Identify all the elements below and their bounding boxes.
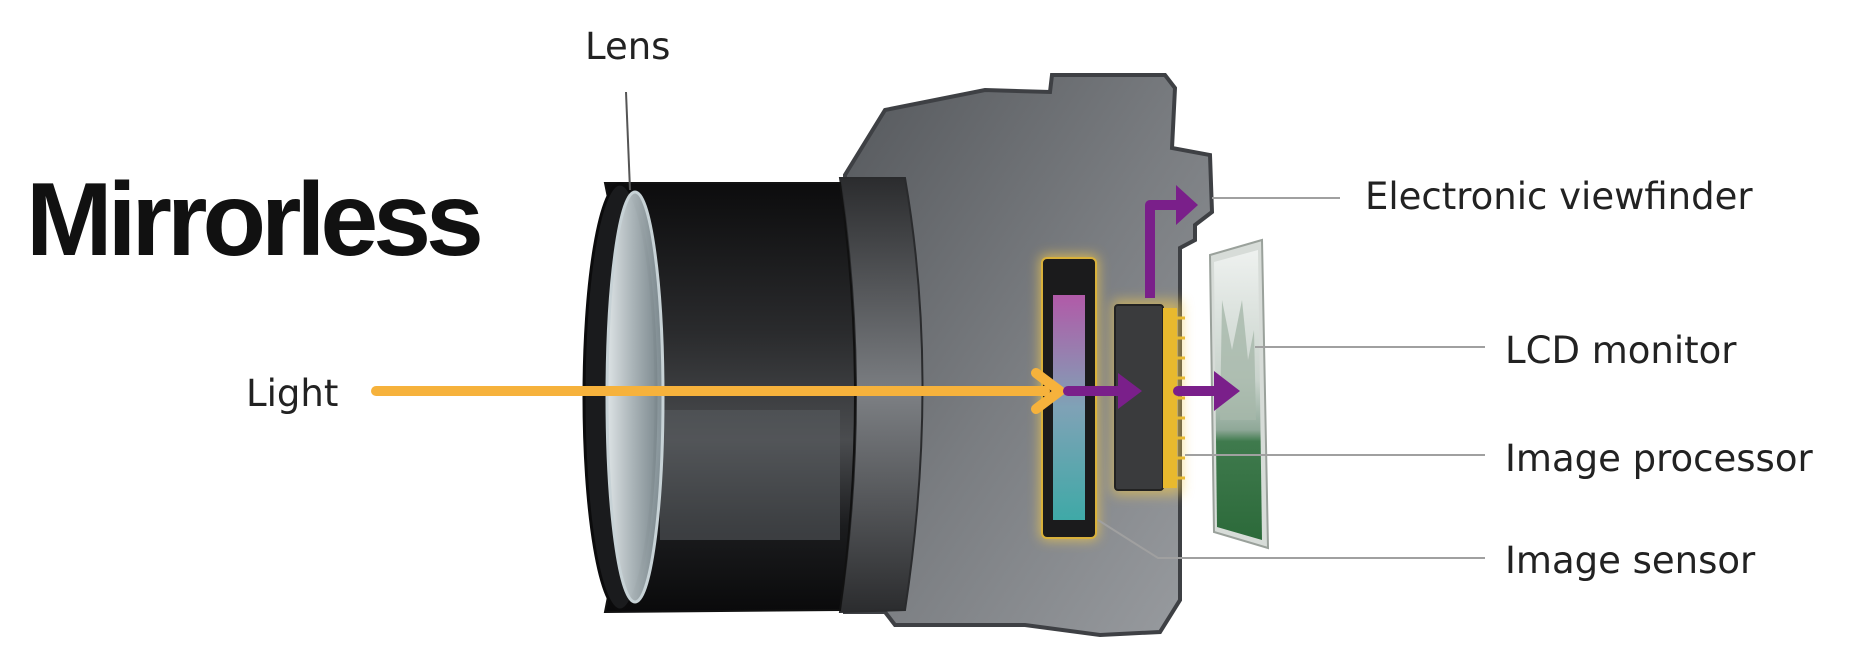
diagram-title: Mirrorless: [26, 162, 484, 278]
label-lcd-monitor: LCD monitor: [1505, 329, 1737, 372]
leader-line-lens: [625, 91, 631, 191]
label-light: Light: [246, 372, 339, 415]
signal-arrow-sensor-to-processor: [1063, 373, 1142, 409]
light-arrow: [371, 368, 1065, 414]
image-processor: [1112, 300, 1185, 495]
image-sensor: [1040, 255, 1098, 540]
label-image-processor: Image processor: [1505, 437, 1813, 480]
label-lens: Lens: [585, 25, 671, 68]
label-image-sensor: Image sensor: [1505, 539, 1756, 582]
signal-arrow-to-lcd: [1173, 371, 1240, 411]
lens-grip-band: [660, 410, 840, 540]
signal-arrow-to-viewfinder: [1145, 185, 1198, 298]
label-electronic-viewfinder: Electronic viewfinder: [1365, 175, 1753, 218]
leader-line-sensor: [1097, 519, 1485, 559]
lens-glass: [605, 190, 665, 604]
